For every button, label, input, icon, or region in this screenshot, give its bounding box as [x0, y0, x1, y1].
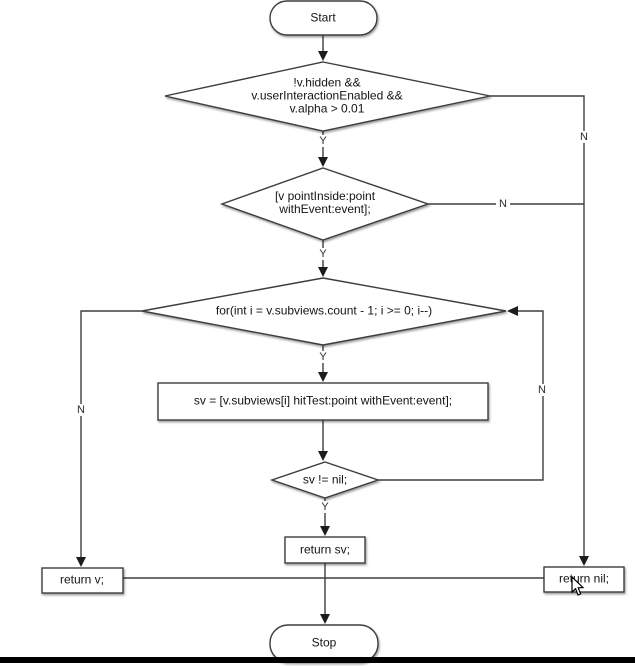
arrowhead-down-icon — [320, 526, 330, 536]
visibility-check-label: !v.hidden && v.userInteractionEnabled &&… — [251, 75, 403, 116]
point-inside-diamond — [219, 167, 431, 241]
arrowhead-down-icon — [318, 157, 328, 167]
branch-yes-label: Y — [316, 135, 330, 147]
branch-no-label: N — [535, 384, 549, 396]
branch-no-label: N — [496, 198, 510, 210]
visibility-check-diamond — [164, 61, 491, 132]
arrowhead-down-icon — [579, 556, 589, 566]
arrowhead-down-icon — [318, 267, 328, 277]
edge-visibility-no — [490, 95, 585, 556]
arrowhead-down-icon — [318, 451, 328, 461]
hit-test-label: sv = [v.subviews[i] hitTest:point withEv… — [193, 393, 453, 408]
start-label: Start — [310, 10, 336, 25]
edge-loop-no — [80, 310, 142, 557]
return-v-rect — [41, 567, 124, 594]
return-sv-label: return sv; — [299, 542, 351, 557]
hit-test-rect — [157, 382, 489, 421]
branch-yes-label: Y — [316, 351, 330, 363]
branch-yes-label: Y — [316, 248, 330, 260]
edges — [76, 35, 589, 624]
subviews-loop-label: for(int i = v.subviews.count - 1; i >= 0… — [215, 303, 433, 318]
bottom-bar — [0, 657, 635, 663]
arrowhead-down-icon — [320, 614, 330, 624]
branch-no-label: N — [74, 404, 88, 416]
sv-nil-label: sv != nil; — [302, 472, 348, 487]
start-node-shape — [269, 0, 378, 36]
arrowhead-down-icon — [318, 51, 328, 61]
arrowhead-down-icon — [318, 372, 328, 382]
return-v-label: return v; — [59, 572, 105, 587]
branch-yes-label: Y — [318, 501, 332, 513]
node-shapes — [41, 0, 625, 663]
subviews-loop-diamond — [141, 277, 507, 346]
arrowhead-left-icon — [507, 306, 518, 316]
mouse-cursor-icon — [571, 577, 585, 596]
point-inside-label: [v pointInside:point withEvent:event]; — [274, 189, 376, 216]
stop-label: Stop — [311, 635, 337, 650]
arrowhead-down-icon — [76, 557, 86, 567]
sv-nil-diamond — [269, 461, 381, 499]
branch-no-label: N — [577, 131, 591, 143]
return-sv-rect — [284, 536, 366, 564]
